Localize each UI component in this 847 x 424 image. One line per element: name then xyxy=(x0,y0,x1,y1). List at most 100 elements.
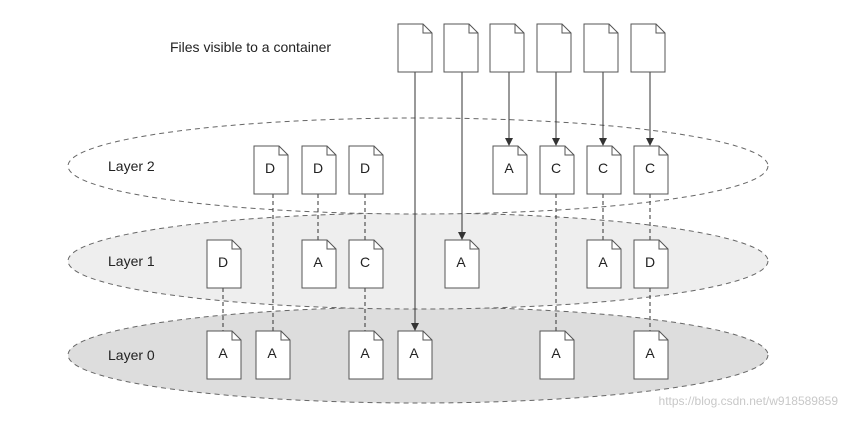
file-fold xyxy=(611,240,621,250)
file-fold xyxy=(514,24,524,34)
container-visible-file xyxy=(443,23,479,73)
file-outline xyxy=(633,239,669,289)
layer-1-label: Layer 1 xyxy=(108,253,155,269)
file-outline xyxy=(206,330,242,380)
file-letter: C xyxy=(645,160,655,176)
container-visible-file xyxy=(489,23,525,73)
layer1-file: A xyxy=(301,239,337,289)
file-outline xyxy=(586,239,622,289)
file-outline xyxy=(492,145,528,195)
file-letter: D xyxy=(313,160,323,176)
file-letter: A xyxy=(551,345,561,361)
file-fold xyxy=(422,331,432,341)
file-outline xyxy=(206,239,242,289)
file-fold xyxy=(564,146,574,156)
file-outline xyxy=(444,239,480,289)
visibility-arrows xyxy=(411,72,654,331)
dashed-connectors xyxy=(222,194,651,331)
file-fold xyxy=(468,24,478,34)
layer2-file: C xyxy=(633,145,669,195)
layer1-file: A xyxy=(586,239,622,289)
layer0-file: A xyxy=(206,330,242,380)
file-outline xyxy=(633,145,669,195)
file-letter: A xyxy=(409,345,419,361)
file-fold xyxy=(658,146,668,156)
file-fold xyxy=(655,24,665,34)
file-outline xyxy=(255,330,291,380)
file-outline xyxy=(633,330,669,380)
file-fold xyxy=(278,146,288,156)
layer2-file: D xyxy=(301,145,337,195)
container-visible-file xyxy=(583,23,619,73)
diagram-title: Files visible to a container xyxy=(170,39,331,55)
file-letter: A xyxy=(456,254,466,270)
file-outline xyxy=(586,145,622,195)
file-fold xyxy=(469,240,479,250)
file-outline xyxy=(539,330,575,380)
file-fold xyxy=(231,331,241,341)
file-fold xyxy=(326,146,336,156)
layer0-file: A xyxy=(633,330,669,380)
file-letter: C xyxy=(598,160,608,176)
layer2-file: C xyxy=(539,145,575,195)
file-fold xyxy=(611,146,621,156)
watermark-text: https://blog.csdn.net/w918589859 xyxy=(659,394,839,408)
file-fold xyxy=(326,240,336,250)
file-outline xyxy=(630,23,666,73)
layer1-file: D xyxy=(633,239,669,289)
file-letter: C xyxy=(360,254,370,270)
file-outline xyxy=(583,23,619,73)
layer0-file: A xyxy=(397,330,433,380)
layer1-file: D xyxy=(206,239,242,289)
file-letter: A xyxy=(360,345,370,361)
file-fold xyxy=(373,240,383,250)
layer2-file: D xyxy=(348,145,384,195)
file-fold xyxy=(658,240,668,250)
file-outline xyxy=(539,145,575,195)
file-fold xyxy=(561,24,571,34)
layer2-file: D xyxy=(253,145,289,195)
file-outline xyxy=(348,330,384,380)
layer-2-label: Layer 2 xyxy=(108,158,155,174)
file-letter: A xyxy=(598,254,608,270)
layer1-file: A xyxy=(444,239,480,289)
layer1-file: C xyxy=(348,239,384,289)
file-outline xyxy=(443,23,479,73)
file-outline xyxy=(348,239,384,289)
file-letter: A xyxy=(267,345,277,361)
file-fold xyxy=(608,24,618,34)
file-fold xyxy=(373,146,383,156)
file-letter: A xyxy=(218,345,228,361)
file-letter: A xyxy=(504,160,514,176)
container-visible-file xyxy=(536,23,572,73)
layer-0-label: Layer 0 xyxy=(108,347,155,363)
file-fold xyxy=(280,331,290,341)
file-fold xyxy=(564,331,574,341)
layer0-file: A xyxy=(348,330,384,380)
file-fold xyxy=(422,24,432,34)
file-letter: A xyxy=(645,345,655,361)
file-outline xyxy=(397,23,433,73)
file-fold xyxy=(231,240,241,250)
container-visible-file xyxy=(397,23,433,73)
file-outline xyxy=(301,145,337,195)
layer0-file: A xyxy=(539,330,575,380)
file-outline xyxy=(536,23,572,73)
file-outline xyxy=(348,145,384,195)
file-fold xyxy=(658,331,668,341)
file-outline xyxy=(301,239,337,289)
layer0-file: A xyxy=(255,330,291,380)
layer2-file: C xyxy=(586,145,622,195)
file-letter: D xyxy=(265,160,275,176)
file-outline xyxy=(397,330,433,380)
file-letter: D xyxy=(645,254,655,270)
file-fold xyxy=(373,331,383,341)
file-letter: C xyxy=(551,160,561,176)
file-outline xyxy=(253,145,289,195)
file-outline xyxy=(489,23,525,73)
layer2-file: A xyxy=(492,145,528,195)
file-fold xyxy=(517,146,527,156)
